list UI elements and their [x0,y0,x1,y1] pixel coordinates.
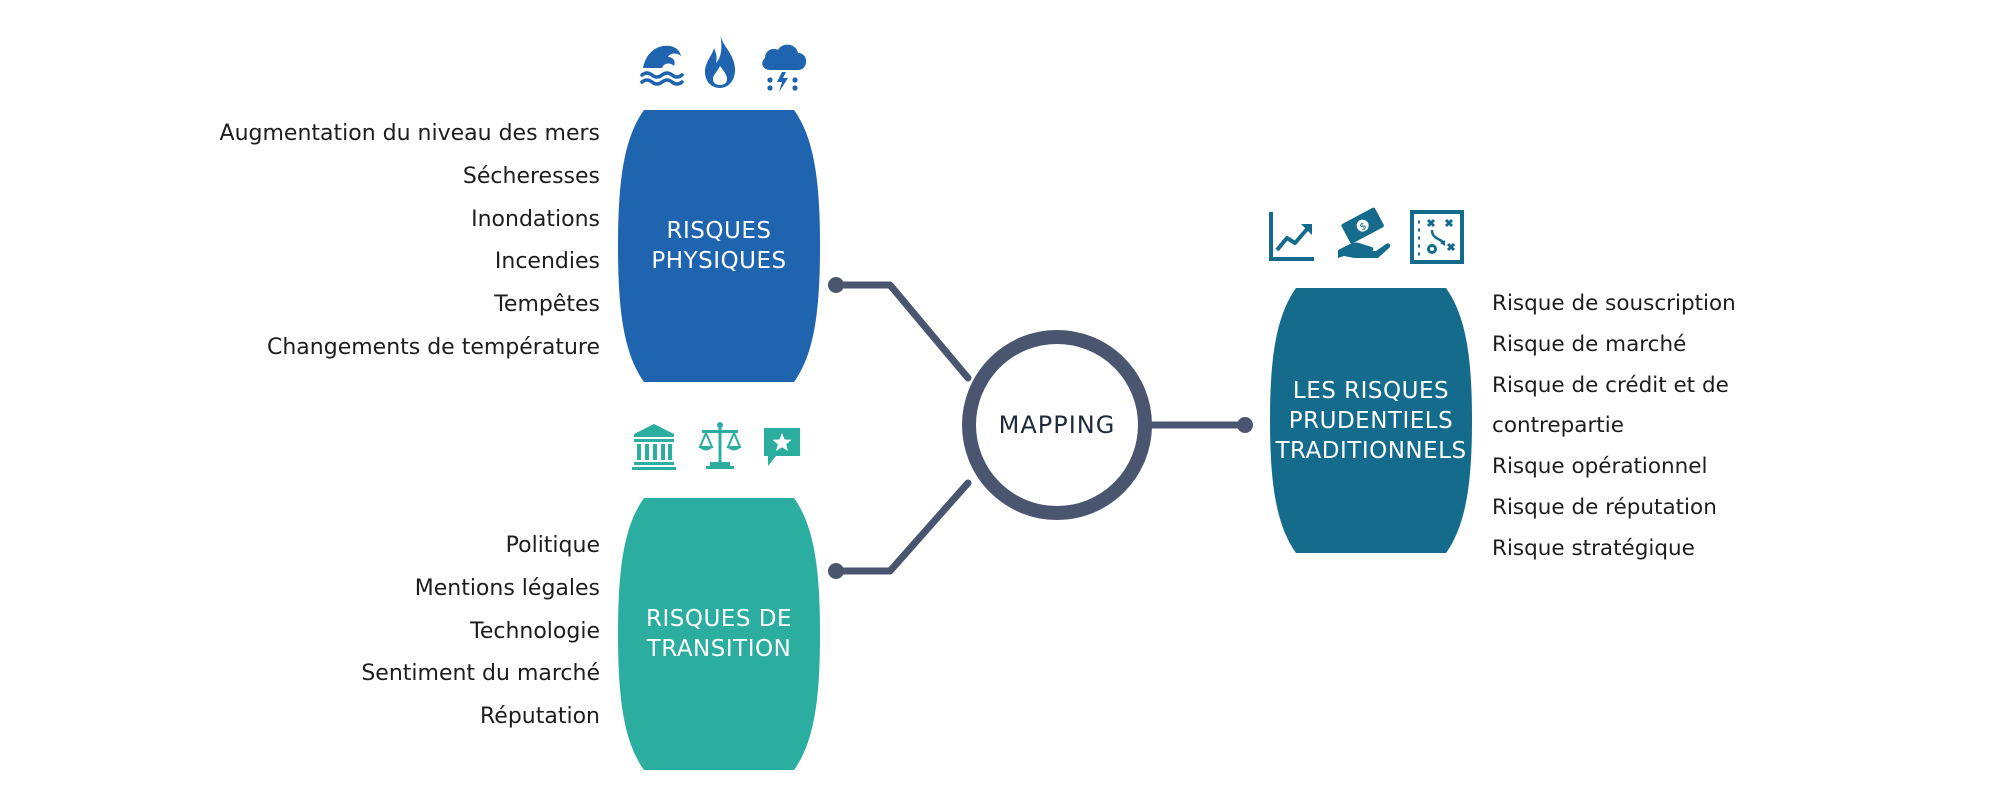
list-item: Augmentation du niveau des mers [219,121,600,146]
transition-list: Politique Mentions légales Technologie S… [180,525,600,739]
physiques-title: RISQUES PHYSIQUES [651,218,787,274]
list-item: Risque stratégique [1492,535,1695,561]
strategy-board-icon [1410,210,1464,264]
trend-chart-icon [1269,212,1314,261]
list-item: Sentiment du marché [361,661,600,687]
list-item: Tempêtes [494,292,600,318]
list-item: Risque opérationnel [1492,454,1708,480]
connector-transition [828,479,972,579]
list-item: Risque de marché [1492,331,1687,357]
prudentiels-icons: $ [1268,206,1468,266]
list-item: Risque de réputation [1492,494,1717,520]
scales-icon [698,422,742,469]
prudentiels-list: Risque de souscription Risque de marché … [1492,284,1912,570]
prudentiels-node: LES RISQUES PRUDENTIELS TRADITIONNELS [1270,288,1472,553]
list-item: Incendies [494,249,600,275]
connector-physiques [828,277,972,382]
list-item: Inondations [471,206,600,232]
list-item: Risque de souscription [1492,291,1736,316]
connector-prudentiels [1148,417,1253,433]
list-item: Sécheresses [462,163,600,189]
storm-cloud-icon [762,44,807,92]
list-item: Technologie [470,618,600,644]
list-item: contrepartie [1492,413,1624,439]
transition-title: RISQUES DE TRANSITION [646,606,792,662]
list-item: Changements de température [267,334,600,360]
mapping-label: MAPPING [998,411,1116,439]
fire-icon [705,34,735,88]
list-item: Mentions légales [414,575,600,601]
list-item: Politique [505,533,600,558]
transition-node: RISQUES DE TRANSITION [618,498,820,770]
money-hand-icon: $ [1338,207,1391,258]
prudentiels-title: LES RISQUES PRUDENTIELS TRADITIONNELS [1275,377,1467,464]
mapping-center-node: MAPPING [962,330,1152,520]
list-item: Risque de crédit et de [1492,372,1729,398]
transition-icons [632,418,812,476]
list-item: Réputation [480,704,600,730]
star-speech-bubble-icon [764,428,800,466]
government-building-icon [632,424,676,470]
svg-text:$: $ [1358,221,1369,234]
physiques-list: Augmentation du niveau des mers Sécheres… [180,113,600,370]
wave-icon [640,45,684,86]
physiques-node: RISQUES PHYSIQUES [618,110,820,382]
physiques-icons [640,32,820,92]
